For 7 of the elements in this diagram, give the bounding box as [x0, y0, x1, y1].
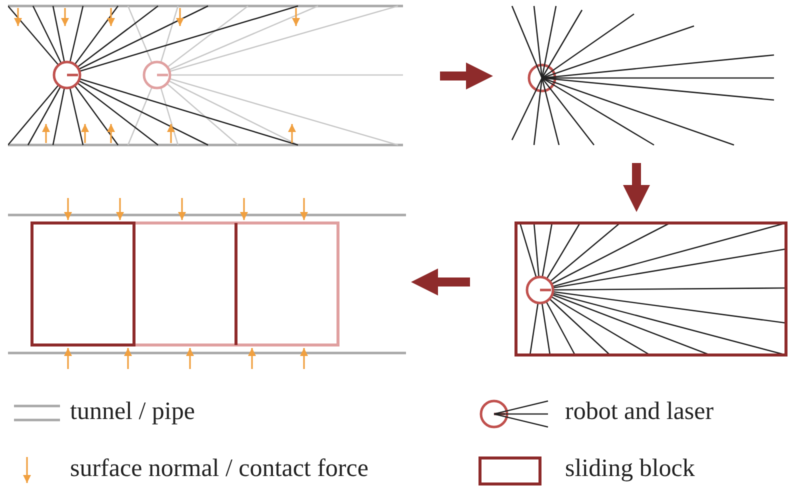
arrow	[623, 163, 650, 212]
legend-text: surface normal / contact force	[70, 455, 368, 483]
arrow	[440, 62, 493, 90]
legend-text: robot and laser	[565, 398, 714, 426]
arrow	[411, 268, 470, 296]
legend-text: tunnel / pipe	[70, 398, 195, 426]
legend-text: sliding block	[565, 455, 695, 483]
